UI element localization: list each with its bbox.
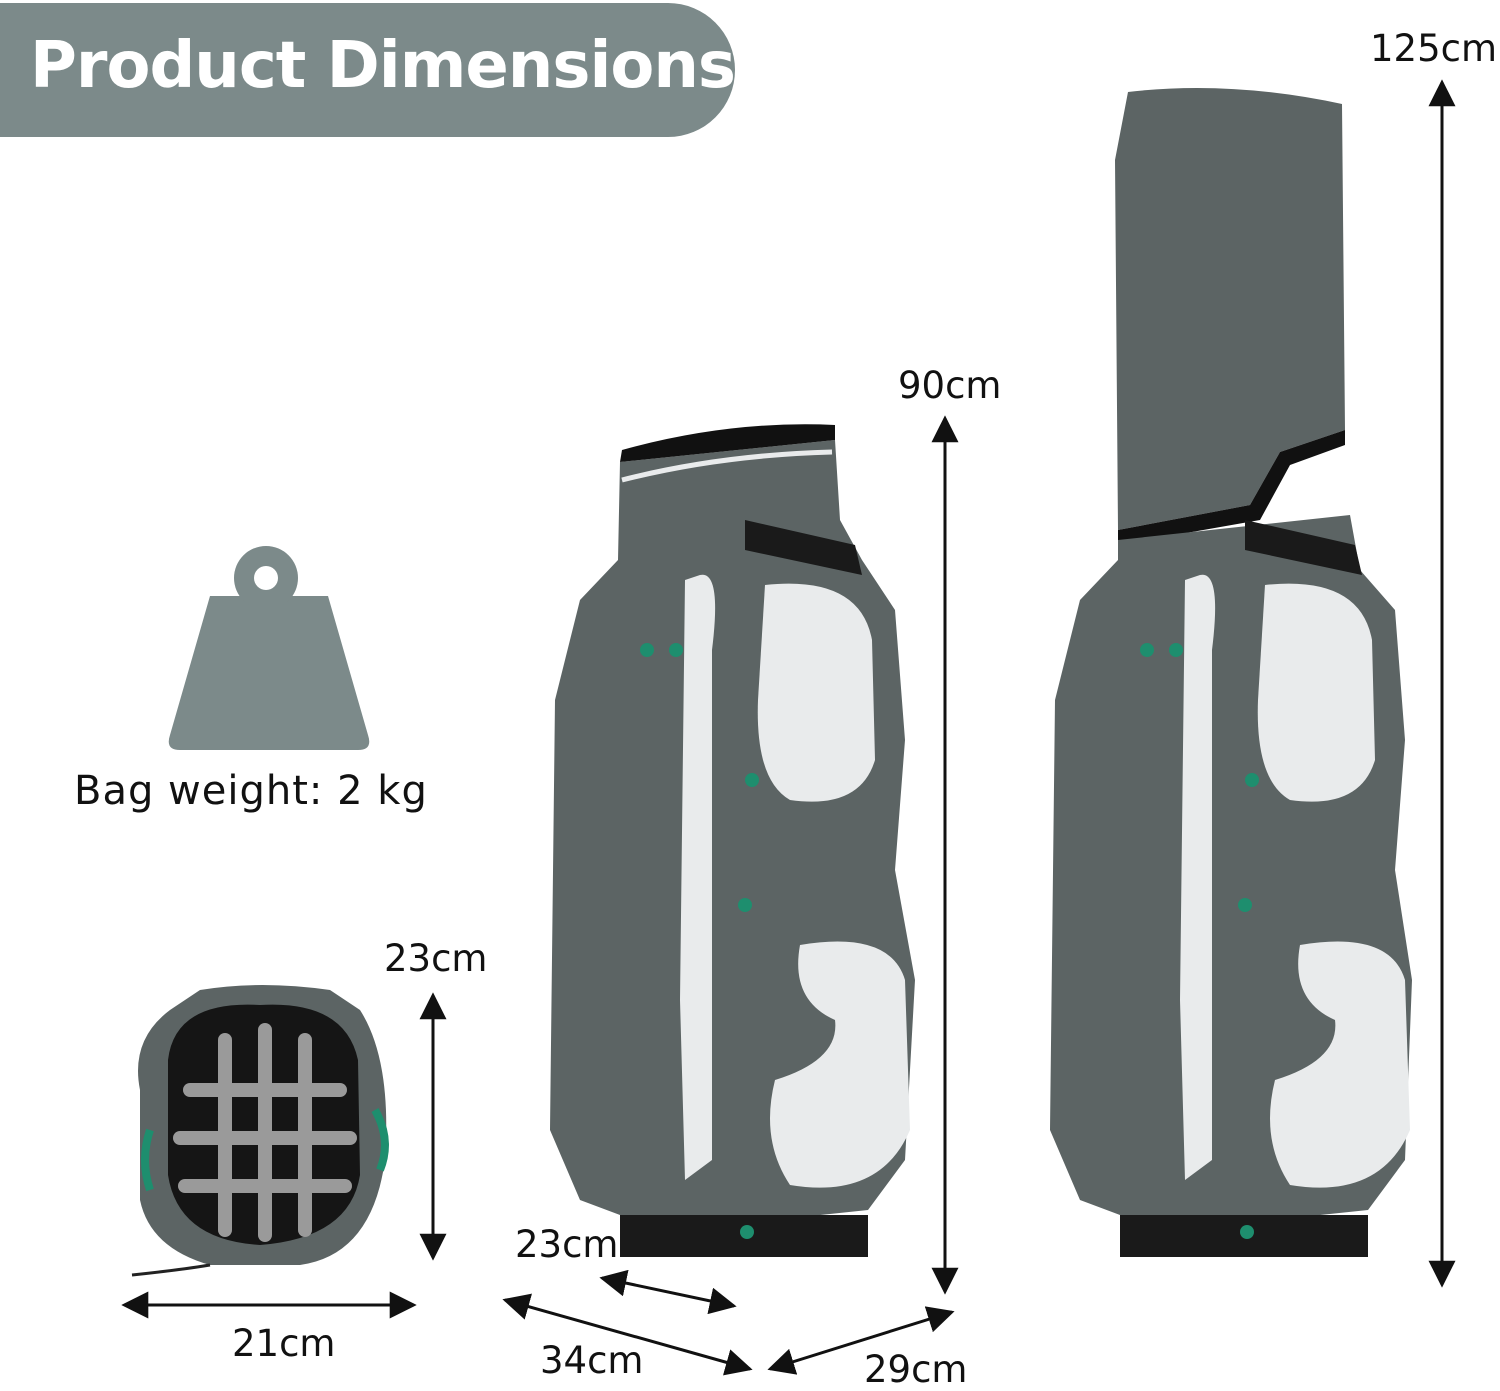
- bag-depth-label: 23cm: [515, 1223, 619, 1266]
- bag-top-view-image: [131, 985, 389, 1277]
- extended-height-label: 125cm: [1370, 27, 1498, 70]
- top-view-height-label: 23cm: [384, 937, 488, 980]
- golf-bag-extended-image: [1050, 88, 1412, 1257]
- bag-length-label: 34cm: [540, 1339, 644, 1382]
- bag-height-label: 90cm: [898, 364, 1002, 407]
- bag-width-label: 29cm: [864, 1348, 968, 1391]
- title-banner: Product Dimensions: [0, 3, 736, 137]
- bag-depth-arrow: [599, 1269, 737, 1315]
- bag-width-arrow: [767, 1306, 955, 1375]
- page-title: Product Dimensions: [30, 29, 736, 103]
- bag-length-arrow: [502, 1293, 753, 1376]
- top-view-width-label: 21cm: [232, 1322, 336, 1365]
- golf-bag-image: [550, 424, 915, 1257]
- weight-icon: [168, 546, 370, 750]
- bag-weight-label: Bag weight: 2 kg: [74, 768, 428, 814]
